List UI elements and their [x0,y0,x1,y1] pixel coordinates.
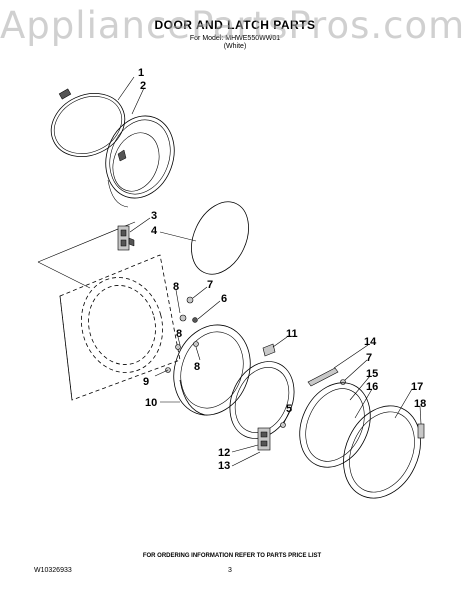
screw-7-right [340,379,346,385]
door-frame-ring [173,324,251,416]
callout-4: 4 [151,225,158,237]
callout-12: 12 [218,447,230,459]
model-line: For Model: MHWE550WW01 [189,35,281,42]
callout-8c: 8 [194,361,200,373]
clip-18 [417,423,425,439]
inner-door [229,361,295,439]
document-number: W10326933 [34,567,72,574]
page-number: 3 [228,567,232,574]
callout-3: 3 [151,210,157,222]
door-panel [343,405,421,499]
callout-8: 8 [173,281,179,293]
callout-1: 1 [138,67,144,79]
callout-15: 15 [366,368,378,380]
callout-labels: 1 2 3 4 7 8 6 11 8 14 7 8 15 9 16 17 10 … [138,67,426,472]
callout-5: 5 [286,403,292,415]
door-handle [307,367,339,387]
bellow [105,115,175,208]
callout-9: 9 [143,376,149,388]
door-strike [117,225,135,251]
leader-lines [117,76,422,467]
cabinet-front-outline [37,221,181,401]
callout-11: 11 [286,328,298,340]
screws-upper [179,296,198,323]
callout-16: 16 [366,381,378,393]
callout-17: 17 [411,381,423,393]
callout-6: 6 [221,293,227,305]
callout-14: 14 [364,336,377,348]
callout-7: 7 [207,279,213,291]
outer-door [299,382,371,468]
callout-7b: 7 [366,352,372,364]
callout-13: 13 [218,460,230,472]
ordering-note: FOR ORDERING INFORMATION REFER TO PARTS … [142,553,322,559]
watermark: AppliancePartsPros.com [0,4,464,47]
inner-door-glass [191,201,249,275]
page-title: DOOR AND LATCH PARTS [154,18,316,32]
screw-5 [280,422,286,428]
screws-lower [165,341,199,373]
callout-10: 10 [145,397,157,409]
callout-18: 18 [414,398,426,410]
hinge-pin [262,343,276,357]
variant-label: (White) [223,43,247,50]
callout-8b: 8 [176,328,182,340]
clamp-ring [50,88,126,157]
door-hinge [257,427,271,451]
callout-2: 2 [140,80,146,92]
